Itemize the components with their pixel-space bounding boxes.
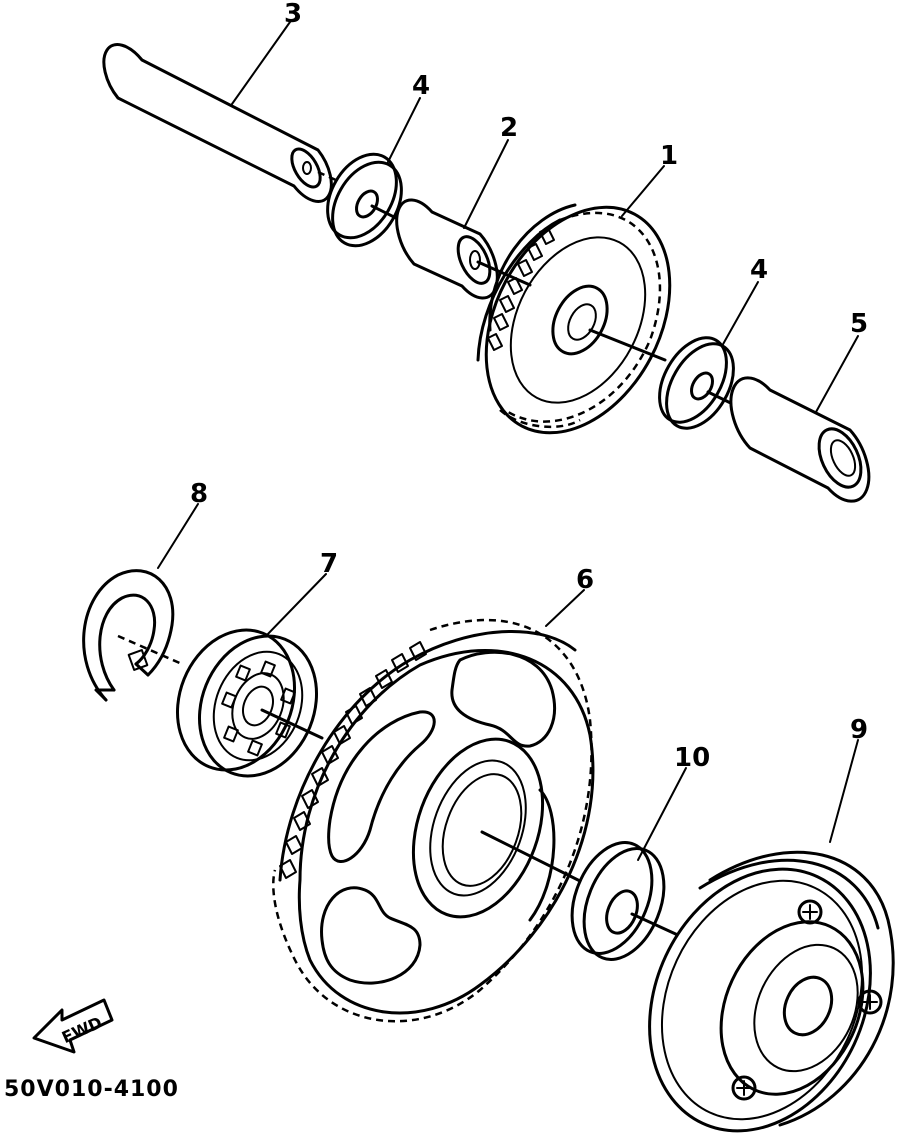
screw-icons [731,899,883,1101]
bushing-part-2 [395,198,499,300]
collar-part-5 [729,376,871,503]
callout-part-4-lower: 4 [750,255,768,285]
washer-part-4-lower [658,336,735,430]
callout-part-7: 7 [320,549,338,579]
bearing-part-7 [175,628,319,778]
circlip-part-8 [82,569,175,702]
callout-part-5: 5 [850,309,868,339]
callout-part-6: 6 [576,565,594,595]
callout-part-4-upper: 4 [412,71,430,101]
callout-part-2: 2 [500,113,518,143]
gear-part-6 [272,618,595,1023]
callout-part-8: 8 [190,479,208,509]
washer-part-4-upper [326,152,403,248]
callout-part-1: 1 [660,141,678,171]
callout-part-10: 10 [674,743,710,773]
drawing-code: 50V010-4100 [4,1077,179,1102]
leader-lines [157,21,859,861]
clutch-part-9 [648,850,895,1133]
fwd-arrow-icon: FWD [32,998,114,1054]
gear-part-1 [476,203,672,435]
washer-part-10 [570,841,666,961]
callout-part-3: 3 [284,0,302,29]
shaft-part-3 [102,43,333,203]
callout-part-9: 9 [850,715,868,745]
